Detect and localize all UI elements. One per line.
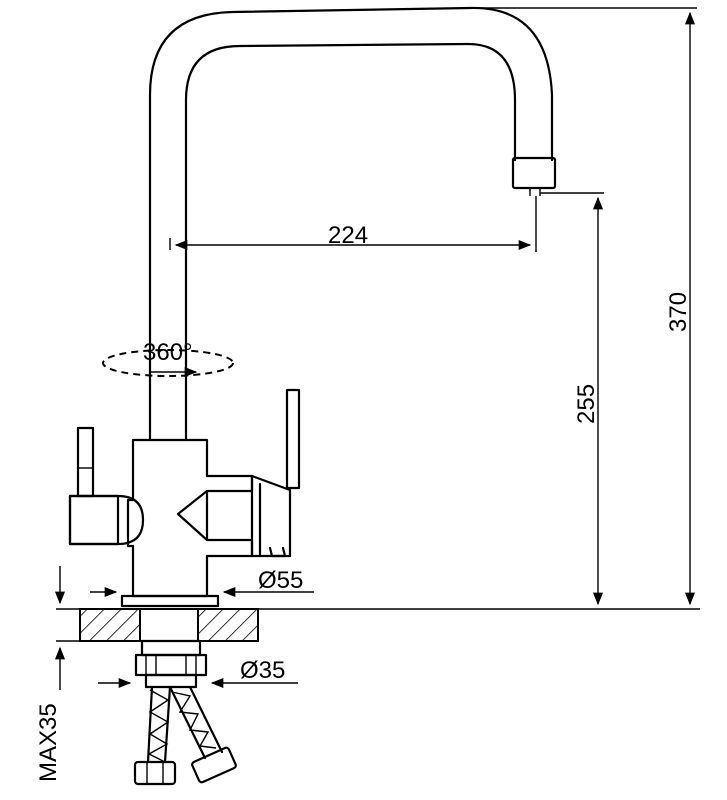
rotation-indicator: 360° — [102, 339, 234, 378]
supply-hoses — [133, 685, 237, 786]
rotation-label: 360° — [143, 339, 193, 366]
base-plate — [56, 594, 700, 610]
spout-reach-label: 224 — [328, 222, 368, 249]
dimension-spout-height: 255 — [540, 192, 604, 606]
dimension-base-diameter: Ø55 — [90, 567, 314, 598]
mounting-shank — [134, 639, 208, 689]
dimension-total-height: 370 — [470, 7, 697, 606]
base-diameter-label: Ø55 — [258, 567, 303, 594]
dimension-shank-diameter: Ø35 — [98, 657, 298, 689]
countertop-section — [56, 608, 259, 642]
faucet-body — [68, 388, 301, 598]
dimension-max-thickness: MAX35 — [35, 566, 66, 782]
spout-height-label: 255 — [573, 384, 600, 424]
dimension-spout-reach: 224 — [169, 196, 537, 252]
spout — [148, 6, 557, 442]
max-thickness-label: MAX35 — [35, 703, 62, 782]
total-height-label: 370 — [665, 292, 692, 332]
shank-diameter-label: Ø35 — [240, 657, 285, 684]
